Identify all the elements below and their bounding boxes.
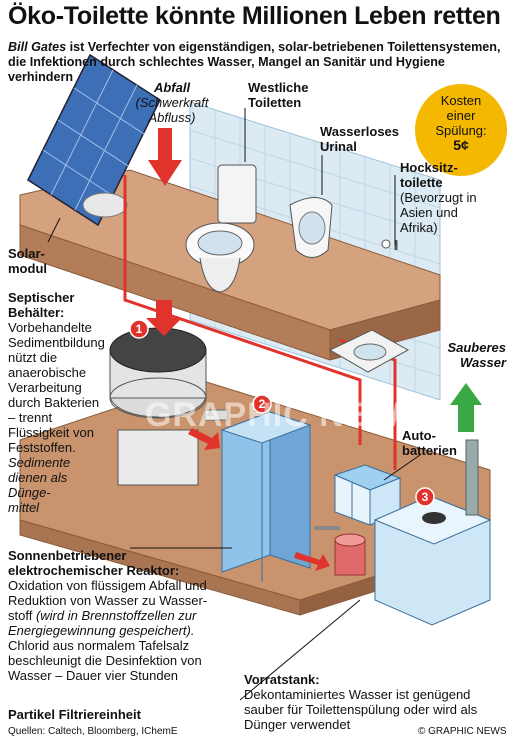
- step-marker-3: 3: [415, 487, 435, 507]
- waste-arrow: [148, 128, 182, 186]
- tank-title: Vorratstank:: [244, 672, 320, 687]
- tank-line-2: sauber für Toilettenspülung oder wird al…: [244, 702, 478, 717]
- reactor-title-1: Sonnenbetriebener: [8, 548, 127, 563]
- filter-unit-label: Partikel Filtriereinheit: [8, 707, 141, 722]
- western-toilet-label-2: Toiletten: [248, 95, 302, 110]
- page-title: Öko-Toilette könnte Millionen Leben rett…: [8, 2, 501, 30]
- reactor-line-3a: stoff: [8, 608, 36, 623]
- squat-toilet-note-1: (Bevorzugt in: [400, 190, 477, 205]
- watermark-text: GRAPHIC NEWS: [145, 396, 426, 434]
- cost-line3: Spülung:: [435, 123, 487, 138]
- sources: Quellen: Caltech, Bloomberg, IChemE: [8, 726, 178, 737]
- septic-inflow-arrow: [146, 300, 182, 336]
- svg-text:1: 1: [136, 322, 143, 336]
- western-toilet-label-1: Westliche: [248, 80, 309, 95]
- septic-line: anaerobische: [8, 365, 87, 380]
- septic-line: Sedimentbildung: [8, 335, 105, 350]
- subtitle-line1: ist Verfechter von eigenständigen, solar…: [66, 40, 501, 54]
- western-toilet-label: Westliche Toiletten: [248, 80, 308, 110]
- septic-line: Flüssigkeit von: [8, 425, 94, 440]
- leader-lines: [47, 108, 421, 701]
- clean-water-label-1: Sauberes: [447, 340, 506, 355]
- reactor-line-7: Wasser – Dauer vier Stunden: [8, 668, 179, 683]
- waste-label: Abfall (Schwerkraft Abfluss): [130, 80, 214, 125]
- septic-note: dienen als: [8, 470, 68, 485]
- septic-title-1: Septischer: [8, 290, 75, 305]
- reactor-text: Sonnenbetriebener elektrochemischer Reak…: [8, 548, 268, 683]
- storage-tank-text: Vorratstank: Dekontaminiertes Wasser ist…: [244, 672, 512, 732]
- filter-unit: [314, 526, 366, 576]
- septic-note: Sedimente: [8, 455, 71, 470]
- car-batteries: [333, 464, 402, 526]
- squat-toilet-note-2: Asien und: [400, 205, 458, 220]
- cost-line2: einer: [446, 108, 476, 123]
- clean-water-arrow: [450, 383, 482, 432]
- electrochemical-reactor: [204, 409, 312, 582]
- waste-note-2: Abfluss): [148, 110, 196, 125]
- septic-line: durch Bakterien: [8, 395, 100, 410]
- septic-line: Feststoffen.: [8, 440, 76, 455]
- solar-module-label-2: modul: [8, 261, 47, 276]
- battery-label-2: batterien: [402, 443, 457, 458]
- tank-line-3: Dünger verwendet: [244, 717, 351, 732]
- filter-flow-arrow: [294, 552, 330, 571]
- waste-title: Abfall: [153, 80, 191, 95]
- reactor-line-3b: (wird in Brennstoffzellen zur: [35, 608, 197, 623]
- solar-panel: [27, 53, 161, 227]
- page-subtitle: Bill Gates ist Verfechter von eigenständ…: [8, 40, 513, 85]
- reactor-line-3: stoff (wird in Brennstoffzellen zur: [8, 608, 268, 623]
- urinal: [289, 197, 333, 258]
- squat-toilet-label: Hocksitz- toilette (Bevorzugt in Asien u…: [400, 160, 477, 235]
- septic-tank-text: Septischer Behälter: Vorbehandelte Sedim…: [8, 290, 113, 515]
- svg-text:2: 2: [259, 397, 266, 411]
- reactor-line-4: Energiegewinnung gespeichert).: [8, 623, 195, 638]
- step-marker-1: 1: [129, 319, 149, 339]
- reactor-line-6: beschleunigt die Desinfektion von: [8, 653, 202, 668]
- squat-toilet-label-1: Hocksitz-: [400, 160, 458, 175]
- solar-module-label-1: Solar-: [8, 246, 45, 261]
- reactor-line-1: Oxidation von flüssigem Abfall und: [8, 578, 207, 593]
- solar-module-label: Solar- modul: [8, 246, 47, 276]
- tank-line-1: Dekontaminiertes Wasser ist genügend: [244, 687, 471, 702]
- septic-note: mittel: [8, 500, 40, 515]
- clean-water-label: Sauberes Wasser: [440, 340, 506, 370]
- urinal-label-1: Wasserloses: [320, 124, 400, 139]
- svg-text:3: 3: [422, 490, 429, 504]
- squat-toilet-label-2: toilette: [400, 175, 443, 190]
- urinal-label: Wasserloses Urinal: [320, 124, 399, 154]
- battery-label: Auto- batterien: [402, 428, 457, 458]
- storage-tank: [373, 439, 492, 626]
- septic-line: – trennt: [8, 410, 53, 425]
- septic-title-2: Behälter:: [8, 305, 65, 320]
- reactor-line-5: Chlorid aus normalem Tafelsalz: [8, 638, 190, 653]
- septic-note: Dünge-: [8, 485, 51, 500]
- squat-toilet-note-3: Afrika): [400, 220, 438, 235]
- urinal-label-2: Urinal: [320, 139, 357, 154]
- waste-note-1: (Schwerkraft: [135, 95, 209, 110]
- reactor-title-2: elektrochemischer Reaktor:: [8, 563, 180, 578]
- western-toilet: [185, 164, 257, 293]
- cost-badge: Kosten einer Spülung: 5¢: [415, 84, 507, 176]
- septic-line: nützt die: [8, 350, 58, 365]
- step-marker-2: 2: [252, 394, 272, 414]
- battery-label-1: Auto-: [402, 428, 436, 443]
- squat-toilet: [328, 239, 410, 373]
- septic-line: Vorbehandelte: [8, 320, 92, 335]
- clean-water-label-2: Wasser: [459, 355, 506, 370]
- cost-price: 5¢: [453, 137, 469, 153]
- reactor-flow-arrow: [188, 428, 220, 450]
- reactor-line-2: Reduktion von Wasser zu Wasser-: [8, 593, 208, 608]
- subtitle-line2: die Infektionen durch schlechtes Wasser,…: [8, 55, 445, 84]
- subtitle-name: Bill Gates: [8, 40, 67, 54]
- copyright: © GRAPHIC NEWS: [418, 726, 507, 737]
- septic-line: Verarbeitung: [8, 380, 82, 395]
- cost-line1: Kosten: [440, 93, 482, 108]
